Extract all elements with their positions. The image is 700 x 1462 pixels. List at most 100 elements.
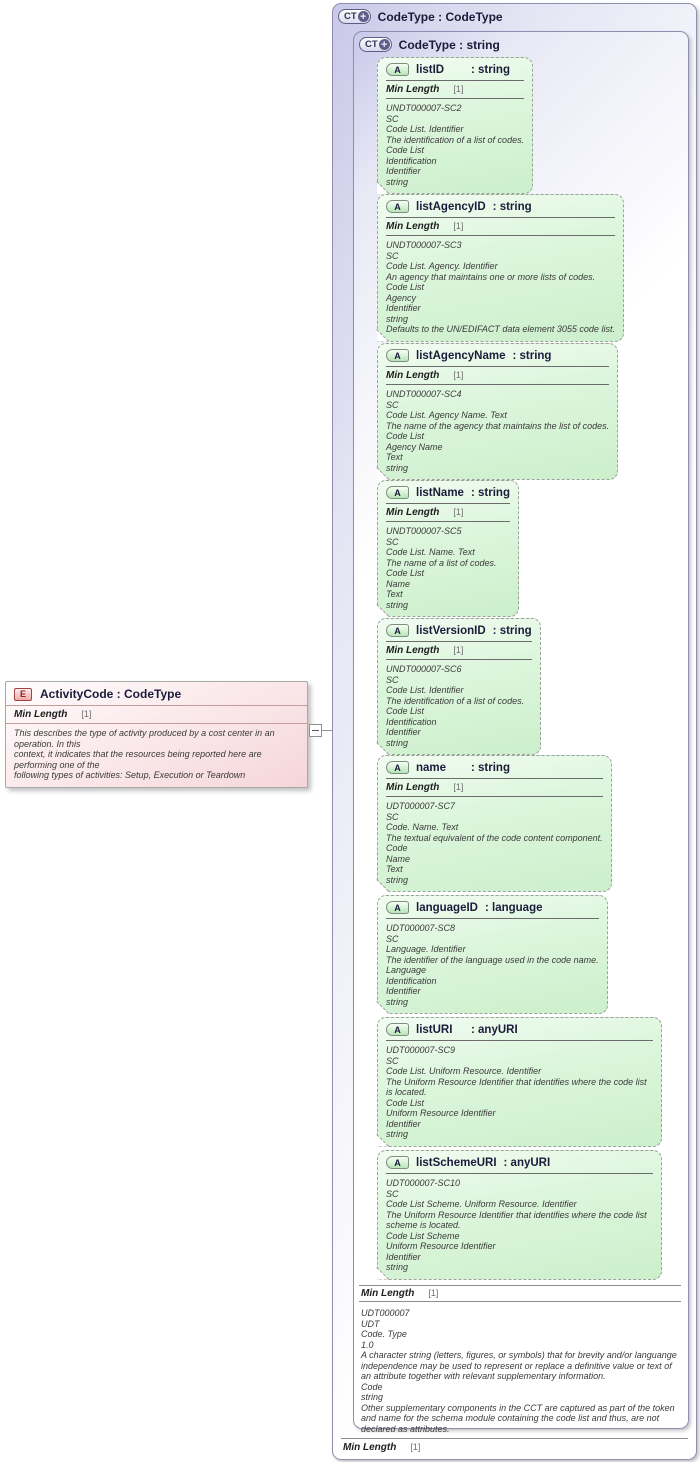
attribute-icon: A [386,901,409,914]
facet-min-length: Min Length [1] [386,369,609,382]
inner-title: CodeType : string [398,37,500,52]
attribute-box-listagencyname[interactable]: A listAgencyName : string Min Length [1]… [376,343,619,480]
facet-value: [1] [453,645,464,655]
facet-min-length: Min Length [1] [359,1286,681,1302]
element-box-activitycode[interactable]: E ActivityCode : CodeType Min Length [1]… [5,681,308,788]
collapse-handle-icon[interactable] [309,724,322,737]
facet-min-length: Min Length [1] [386,781,603,794]
complextype-icon-label: CT [344,11,357,22]
element-title: ActivityCode : CodeType [40,687,182,701]
attribute-doc: UDT000007-SC9 SC Code List. Uniform Reso… [386,1045,647,1139]
facet-value: [1] [453,84,464,94]
attribute-header: A listSchemeURI : anyURI [386,1156,653,1169]
attribute-doc: UNDT000007-SC6 SC Code List. Identifier … [386,664,525,748]
attribute-name: listSchemeURI [416,1156,497,1169]
attribute-box-listid[interactable]: A listID : string Min Length [1] UNDT000… [376,57,534,194]
facet-min-length: Min Length [1] [341,1439,688,1456]
facet-min-length: Min Length [1] [386,220,615,233]
complextype-icon-label: CT [365,39,378,50]
divider [386,778,603,779]
attribute-box-listagencyid[interactable]: A listAgencyID : string Min Length [1] U… [376,194,624,342]
facet-value: [1] [410,1442,421,1452]
attribute-header: A languageID : language [386,901,599,914]
facet-name: Min Length [343,1442,397,1453]
facet-name: Min Length [386,221,440,232]
facet-name: Min Length [386,370,440,381]
divider [386,503,510,504]
facet-name: Min Length [386,645,440,656]
attribute-header: A listName : string [386,486,510,499]
complextype-icon: CT + [338,9,371,24]
attribute-header: A name : string [386,761,603,774]
attribute-box-listuri[interactable]: A listURI : anyURI UDT000007-SC9 SC Code… [376,1017,662,1147]
attribute-type: : string [512,349,552,362]
attribute-icon: A [386,1023,409,1036]
attribute-doc: UNDT000007-SC2 SC Code List. Identifier … [386,103,525,187]
attribute-doc: UNDT000007-SC3 SC Code List. Agency. Ide… [386,240,615,334]
attribute-header: A listVersionID : string [386,624,532,637]
inner-type-doc: UDT000007 UDT Code. Type 1.0 A character… [361,1308,677,1434]
inner-facet-section: Min Length [1] UDT000007 UDT Code. Type … [359,1285,681,1434]
divider [386,641,532,642]
divider [386,217,615,218]
divider [386,1173,653,1174]
facet-value: [1] [428,1288,439,1298]
divider [341,1438,688,1439]
divider [386,1040,653,1041]
attribute-type: : string [492,200,532,213]
attribute-box-languageid[interactable]: A languageID : language UDT000007-SC8 SC… [376,895,608,1014]
attribute-type: : string [471,63,510,76]
divider [359,1285,681,1286]
divider [386,918,599,919]
facet-min-length: Min Length [1] [386,506,510,519]
attribute-header: A listID : string [386,63,524,76]
attribute-box-listschemeuri[interactable]: A listSchemeURI : anyURI UDT000007-SC10 … [376,1150,662,1280]
attribute-name: languageID [416,901,478,914]
facet-min-length: Min Length [1] [386,83,524,96]
attribute-icon: A [386,624,409,637]
attribute-box-listversionid[interactable]: A listVersionID : string Min Length [1] … [376,618,541,755]
divider [386,80,525,81]
attribute-header: A listAgencyID : string [386,200,615,213]
plus-icon: + [357,11,369,22]
attribute-name: name [416,761,447,774]
plus-icon: + [378,39,390,50]
attribute-header: A listAgencyName : string [386,349,609,362]
divider [386,235,615,236]
divider [386,384,610,385]
attribute-name: listAgencyName [416,349,506,362]
divider [386,98,525,99]
facet-value: [1] [453,221,464,231]
facet-min-length: Min Length [1] [386,644,532,657]
attribute-box-name[interactable]: A name : string Min Length [1] UDT000007… [376,755,612,892]
attribute-icon: A [386,761,409,774]
attribute-type: : anyURI [503,1156,551,1169]
complextype-box-codetype-outer[interactable]: CT + CodeType : CodeType CT + CodeType :… [332,3,697,1460]
attribute-box-listname[interactable]: A listName : string Min Length [1] UNDT0… [376,480,519,617]
complextype-box-codetype-inner[interactable]: CT + CodeType : string A listID : string… [353,31,689,1434]
attribute-icon: A [386,63,409,76]
element-header[interactable]: E ActivityCode : CodeType [6,682,307,706]
attribute-name: listName [416,486,464,499]
divider [386,521,510,522]
facet-value: [1] [453,507,464,517]
outer-title: CodeType : CodeType [377,9,503,24]
facet-value: [1] [453,782,464,792]
facet-name: Min Length [386,782,440,793]
facet-name: Min Length [386,84,440,95]
attribute-doc: UNDT000007-SC5 SC Code List. Name. Text … [386,526,497,610]
facet-name: Min Length [361,1288,415,1299]
attribute-icon: A [386,200,409,213]
attribute-doc: UDT000007-SC8 SC Language. Identifier Th… [386,923,599,1007]
outer-header[interactable]: CT + CodeType : CodeType [333,4,696,24]
attribute-doc: UNDT000007-SC4 SC Code List. Agency Name… [386,389,610,473]
inner-header[interactable]: CT + CodeType : string [354,32,688,52]
facet-value: [1] [453,370,464,380]
attribute-name: listVersionID [416,624,486,637]
attribute-name: listAgencyID [416,200,486,213]
divider [386,366,610,367]
attribute-type: : string [471,761,510,774]
outer-facet-section: Min Length [1] [341,1438,688,1456]
complextype-icon: CT + [359,37,392,52]
